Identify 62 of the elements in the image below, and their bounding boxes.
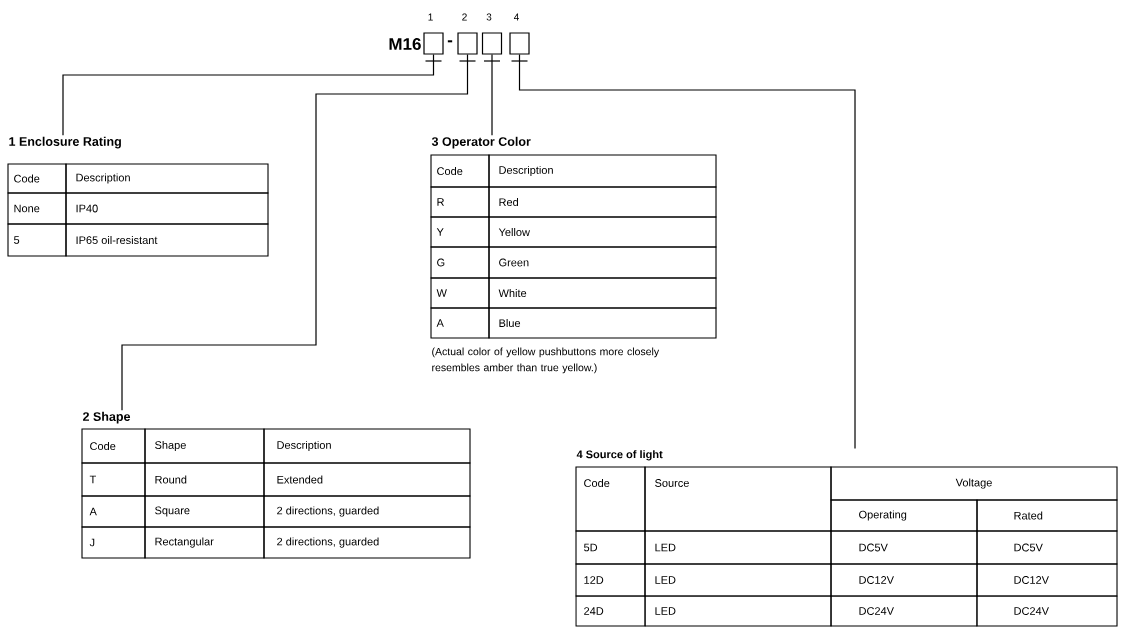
table-cell: W bbox=[430, 277, 490, 309]
model-code: M16 bbox=[389, 38, 421, 51]
table-cell: DC5V bbox=[976, 530, 1118, 565]
table-cell: Blue bbox=[488, 307, 717, 339]
table-cell: Extended bbox=[263, 462, 471, 497]
table-title: 4 Source of light bbox=[576, 450, 663, 461]
table-cell: A bbox=[430, 307, 490, 339]
table-cell: 24D bbox=[575, 595, 646, 627]
table-cell: Rated bbox=[976, 499, 1118, 532]
table-cell: 12D bbox=[575, 563, 646, 597]
table-cell: DC5V bbox=[830, 530, 978, 565]
table-cell: 2 directions, guarded bbox=[263, 526, 471, 559]
table-cell: Source bbox=[644, 466, 832, 532]
table-cell: 2 directions, guarded bbox=[263, 495, 471, 528]
table-cell: Operating bbox=[830, 499, 978, 532]
position-number: 4 bbox=[513, 13, 519, 21]
table-cell: Red bbox=[488, 186, 717, 218]
table-title: 1 Enclosure Rating bbox=[9, 136, 121, 149]
table-cell: Code bbox=[7, 163, 67, 194]
table-cell: IP65 oil-resistant bbox=[65, 223, 269, 257]
position-number: 3 bbox=[486, 13, 492, 21]
table-cell: Description bbox=[65, 163, 269, 194]
table-cell: Yellow bbox=[488, 216, 717, 248]
table-cell: 5 bbox=[7, 223, 67, 257]
position-number: 2 bbox=[462, 13, 467, 21]
table-cell: Y bbox=[430, 216, 490, 248]
table-cell: Code bbox=[575, 466, 646, 532]
table-cell: DC24V bbox=[976, 595, 1118, 627]
table-cell: Rectangular bbox=[144, 526, 265, 559]
table-cell: IP40 bbox=[65, 192, 269, 225]
table-cell: Green bbox=[488, 246, 717, 279]
note-text: (Actual color of yellow pushbuttons more closely resembles amber than true yellow.) bbox=[432, 347, 660, 374]
table-cell: Code bbox=[430, 154, 490, 188]
table-title: 3 Operator Color bbox=[431, 136, 531, 149]
model-code: - bbox=[447, 40, 453, 43]
leader-line bbox=[121, 54, 469, 411]
table-cell: Voltage bbox=[830, 466, 1118, 501]
table-cell: T bbox=[81, 462, 146, 497]
table-cell: None bbox=[7, 192, 67, 225]
table-cell: White bbox=[488, 277, 717, 309]
leader-line bbox=[491, 54, 493, 136]
table-cell: LED bbox=[644, 563, 832, 597]
table-cell: DC12V bbox=[976, 563, 1118, 597]
table-cell: Description bbox=[488, 154, 717, 188]
position-number: 1 bbox=[428, 13, 433, 21]
table-cell: G bbox=[430, 246, 490, 279]
table-cell: DC12V bbox=[830, 563, 978, 597]
table-cell: DC24V bbox=[830, 595, 978, 627]
table-cell: A bbox=[81, 495, 146, 528]
table-cell: LED bbox=[644, 595, 832, 627]
table-cell: Code bbox=[81, 428, 146, 464]
table-cell: J bbox=[81, 526, 146, 559]
leader-line bbox=[518, 54, 856, 450]
table-cell: Square bbox=[144, 495, 265, 528]
table-title: 2 Shape bbox=[83, 411, 131, 424]
table-cell: LED bbox=[644, 530, 832, 565]
table-cell: Shape bbox=[144, 428, 265, 464]
table-cell: Description bbox=[263, 428, 471, 464]
table-cell: R bbox=[430, 186, 490, 218]
table-cell: 5D bbox=[575, 530, 646, 565]
table-cell: Round bbox=[144, 462, 265, 497]
leader-line bbox=[62, 54, 435, 136]
